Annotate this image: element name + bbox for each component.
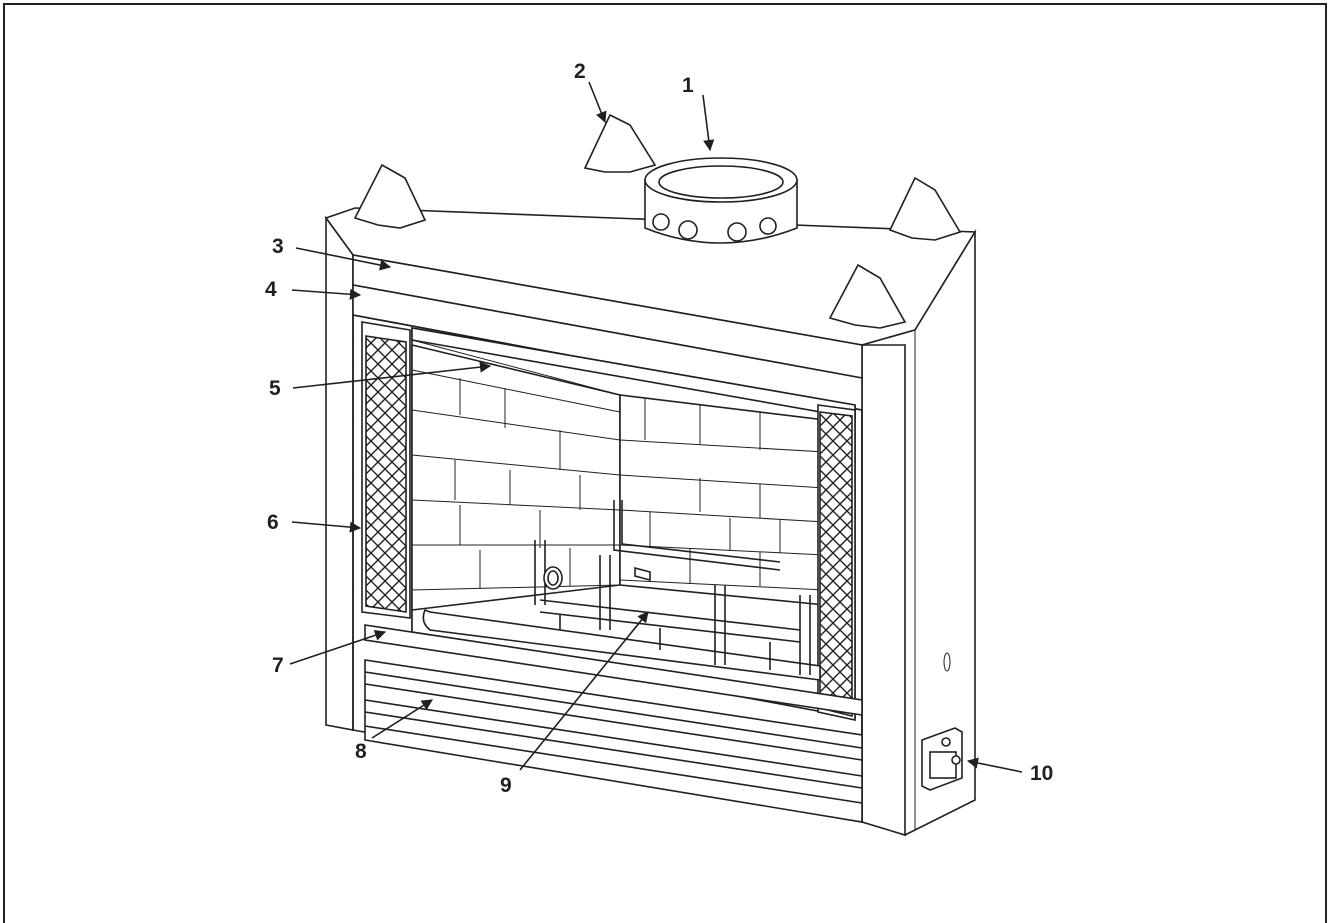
callout-9: 9 (500, 774, 512, 797)
callout-6: 6 (267, 511, 279, 534)
callout-8: 8 (355, 740, 367, 763)
callout-10: 10 (1030, 762, 1053, 785)
lower-louvers (364, 659, 863, 823)
callout-4: 4 (265, 278, 277, 301)
callout-3: 3 (272, 235, 284, 258)
right-front-pillar (861, 344, 906, 837)
diagram-frame (3, 3, 1327, 923)
callout-5: 5 (269, 377, 281, 400)
flue-collar (644, 157, 798, 244)
fireplace-unit (324, 113, 977, 837)
callout-2: 2 (574, 60, 586, 83)
standoff-brackets (353, 113, 962, 329)
junction-box (921, 727, 963, 791)
callout-1: 1 (682, 74, 694, 97)
bottom-frame-rail (364, 624, 863, 716)
refractory-bricks (411, 369, 826, 591)
callout-7: 7 (272, 654, 284, 677)
log-grate (534, 500, 811, 675)
